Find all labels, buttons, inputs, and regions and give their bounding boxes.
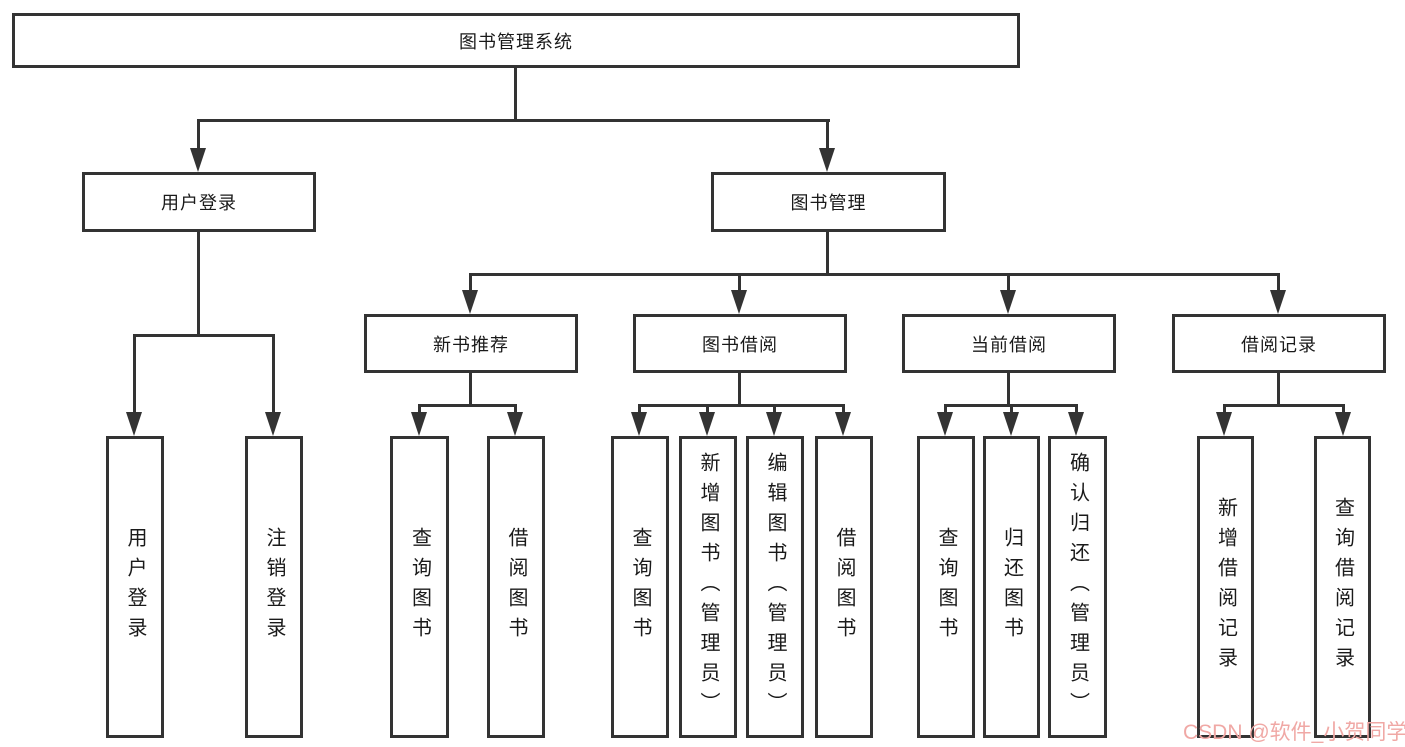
node-book-borrow: 图书借阅 <box>633 314 847 373</box>
node-book-management: 图书管理 <box>711 172 946 232</box>
arrow-to-borrow-books-1-icon <box>507 412 523 436</box>
arrow-to-query-record-icon <box>1335 412 1351 436</box>
arrow-to-book-management-icon <box>819 148 835 172</box>
leaf-query-borrow-record: 查询借阅记录 <box>1314 436 1371 738</box>
connector-borrow-records-rail <box>1224 404 1344 407</box>
arrow-to-new-book-icon <box>462 290 478 314</box>
connector-book-management-rail <box>470 273 1280 276</box>
arrow-to-query-books-1-icon <box>411 412 427 436</box>
node-library-management-system: 图书管理系统 <box>12 13 1020 68</box>
connector-to-borrow-books-2-stem <box>842 404 845 416</box>
connector-to-borrow-books-1-stem <box>514 404 517 416</box>
arrow-to-borrow-books-2-icon <box>835 412 851 436</box>
connector-root-rail <box>197 119 830 122</box>
connector-book-borrow-rail <box>639 404 845 407</box>
arrow-to-confirm-return-icon <box>1068 412 1084 436</box>
connector-to-query-record-stem <box>1342 404 1345 416</box>
connector-new-book-rail <box>419 404 517 407</box>
leaf-query-books-1: 查询图书 <box>390 436 449 738</box>
leaf-borrow-books-1: 借阅图书 <box>487 436 545 738</box>
connector-to-current-borrow-stem <box>1007 273 1010 293</box>
leaf-borrow-books-2: 借阅图书 <box>815 436 873 738</box>
leaf-add-book-admin: 新增图书（管理员） <box>679 436 737 738</box>
connector-book-borrow-stem <box>738 372 741 407</box>
node-borrow-records: 借阅记录 <box>1172 314 1386 373</box>
arrow-to-leaf-user-login-icon <box>126 412 142 436</box>
connector-to-query-books-3-stem <box>944 404 947 416</box>
connector-to-add-book-stem <box>706 404 709 416</box>
arrow-to-query-books-3-icon <box>937 412 953 436</box>
connector-user-login-rail <box>134 334 275 337</box>
connector-to-edit-book-stem <box>773 404 776 416</box>
arrow-to-add-book-icon <box>699 412 715 436</box>
connector-to-add-record-stem <box>1223 404 1226 416</box>
connector-user-login-stem <box>197 231 200 336</box>
leaf-user-login: 用户登录 <box>106 436 164 738</box>
connector-to-leaf-logout-stem <box>272 334 275 416</box>
connector-to-book-management-stem <box>826 119 829 151</box>
node-user-login: 用户登录 <box>82 172 316 232</box>
arrow-to-edit-book-icon <box>766 412 782 436</box>
connector-to-borrow-records-stem <box>1277 273 1280 293</box>
connector-to-leaf-user-login-stem <box>133 334 136 416</box>
connector-current-borrow-stem <box>1007 372 1010 407</box>
connector-to-new-book-stem <box>469 273 472 293</box>
leaf-logout: 注销登录 <box>245 436 303 738</box>
connector-to-query-books-1-stem <box>418 404 421 416</box>
arrow-to-query-books-2-icon <box>631 412 647 436</box>
connector-book-management-stem <box>826 231 829 275</box>
leaf-query-books-3: 查询图书 <box>917 436 975 738</box>
connector-new-book-stem <box>469 372 472 407</box>
arrow-to-add-record-icon <box>1216 412 1232 436</box>
arrow-to-current-borrow-icon <box>1000 290 1016 314</box>
leaf-return-books: 归还图书 <box>983 436 1040 738</box>
connector-to-confirm-return-stem <box>1075 404 1078 416</box>
leaf-query-books-2: 查询图书 <box>611 436 669 738</box>
watermark: CSDN @软件_小贺同学 <box>1183 721 1405 744</box>
arrow-to-user-login-icon <box>190 148 206 172</box>
connector-to-book-borrow-stem <box>738 273 741 293</box>
arrow-to-book-borrow-icon <box>731 290 747 314</box>
leaf-edit-book-admin: 编辑图书（管理员） <box>746 436 804 738</box>
connector-root-stem <box>514 68 517 121</box>
connector-to-query-books-2-stem <box>638 404 641 416</box>
connector-to-return-books-stem <box>1010 404 1013 416</box>
arrow-to-return-books-icon <box>1003 412 1019 436</box>
connector-borrow-records-stem <box>1277 372 1280 407</box>
node-new-book-recommend: 新书推荐 <box>364 314 578 373</box>
leaf-add-borrow-record: 新增借阅记录 <box>1197 436 1254 738</box>
arrow-to-leaf-logout-icon <box>265 412 281 436</box>
connector-to-user-login-stem <box>197 119 200 151</box>
leaf-confirm-return-admin: 确认归还（管理员） <box>1048 436 1107 738</box>
node-current-borrow: 当前借阅 <box>902 314 1116 373</box>
arrow-to-borrow-records-icon <box>1270 290 1286 314</box>
